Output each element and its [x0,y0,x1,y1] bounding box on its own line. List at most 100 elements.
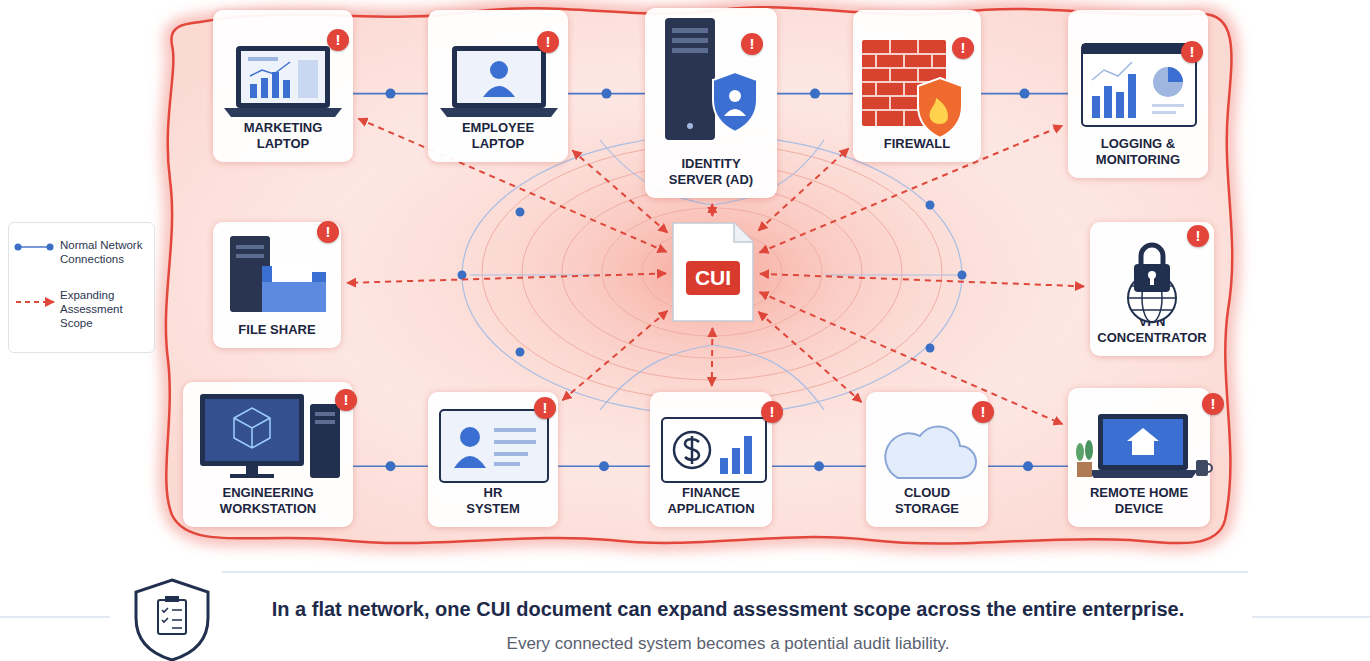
laptop-icon [224,46,342,117]
vpn-icon-part [1142,274,1162,322]
finance-icon-part [674,432,710,468]
ripple-rings-part [482,144,942,400]
alert-badge: ! [1181,41,1203,63]
scope-boundary-glow [166,7,1232,543]
dashboard-icon-part [1152,111,1176,114]
cloud-icon [885,426,976,478]
finance-icon-part [744,436,752,474]
system-card: REMOTE HOME DEVICE [1068,388,1210,527]
remote-device-icon-part [1127,428,1159,455]
workstation-icon-part [315,420,335,424]
laptop-icon-part [236,46,330,108]
legend-dot [47,244,54,251]
link-junction [1023,461,1033,471]
server-icon-part [713,72,757,132]
shield-clipboard-icon [136,580,208,660]
link-junction [599,461,609,471]
legend-arrow [16,301,54,303]
hr-icon-part [460,427,480,447]
shield-clipboard-icon-part [136,580,208,660]
scope-arrow [711,204,713,216]
node-label: EMPLOYEE LAPTOP [448,120,548,152]
server-icon-part [672,48,708,53]
document-tag: CUI [686,261,740,295]
scope-arrow [347,273,666,283]
alert-badge: ! [537,31,559,53]
network-mesh-part [470,274,600,275]
legend-item: Normal Network Connections [14,238,154,282]
footer-rules-part [0,616,110,617]
footer-rules-part [222,571,1248,572]
file-server-icon-part [272,262,312,284]
link-junction [386,89,396,99]
mesh-junctions-part [926,344,935,353]
laptop-icon-part [250,62,290,76]
link-junction [386,461,396,471]
legend-text: Normal Network Connections [60,238,152,266]
firewall-icon-part [862,40,946,126]
ripple-rings [482,144,942,400]
file-server-icon-part [236,254,264,258]
node-label: MARKETING LAPTOP [233,120,333,152]
server-icon-part [724,109,746,116]
laptop-icon-part [250,84,257,98]
ripple-rings-part [602,208,822,336]
laptop-icon-part [490,61,508,79]
dashboard-icon-part [1153,67,1183,97]
shield-clipboard-icon-part [165,596,179,602]
alert-badge: ! [952,37,974,59]
workstation-icon-part [315,412,335,416]
finance-icon [662,418,766,482]
laptop-icon-part [452,46,546,108]
network-mesh-part [462,135,962,415]
laptop-icon-part [241,51,325,103]
system-card: FIREWALL [853,10,981,162]
firewall-icon-part [862,40,946,126]
vpn-icon-part [1128,286,1176,310]
mesh-junctions-part [926,201,935,210]
node-label: LOGGING & MONITORING [1083,136,1193,168]
scope-arrow [711,328,714,386]
laptop-icon [440,46,558,117]
scope-arrow [563,311,668,400]
hr-icon-part [494,462,520,466]
dashboard-icon-part [1092,96,1100,118]
remote-device-icon-part [1085,440,1093,460]
mesh-junctions-part [958,271,967,280]
cloud-icon-part [885,426,976,478]
vpn-icon-part [1150,276,1154,285]
mesh-junctions-part [516,208,525,217]
footer-rules-part [1252,616,1370,617]
laptop-icon-part [457,51,541,103]
vpn-icon-part [1148,271,1156,279]
legend-sample [14,294,58,310]
server-icon-part [665,18,715,140]
dashboard-icon-part [1092,62,1132,80]
network-mesh [462,135,962,415]
hr-icon-part [440,410,548,482]
laptop-icon-part [440,108,558,117]
system-card: LOGGING & MONITORING [1068,10,1208,178]
document-node: CUI [672,222,754,322]
dashboard-icon-part [1082,44,1196,54]
mesh-junctions-part [516,348,525,357]
system-card: FINANCE APPLICATION [650,392,772,527]
shield-clipboard-icon-part [158,600,186,634]
laptop-icon-part [224,108,342,117]
dashboard-icon-part [1082,44,1196,126]
node-label: ENGINEERING WORKSTATION [203,485,333,517]
alert-badge: ! [741,33,763,55]
firewall-icon-part [918,78,962,138]
scope-arrow [760,126,1063,253]
diagram-caption: Every connected system becomes a potenti… [128,634,1328,654]
workstation-icon [200,394,340,478]
alert-badge: ! [1202,393,1224,415]
file-server-icon-part [236,245,264,249]
dashboard-icon [1082,44,1196,126]
workstation-icon-part [200,394,304,466]
dashboard-icon-part [1168,67,1183,82]
